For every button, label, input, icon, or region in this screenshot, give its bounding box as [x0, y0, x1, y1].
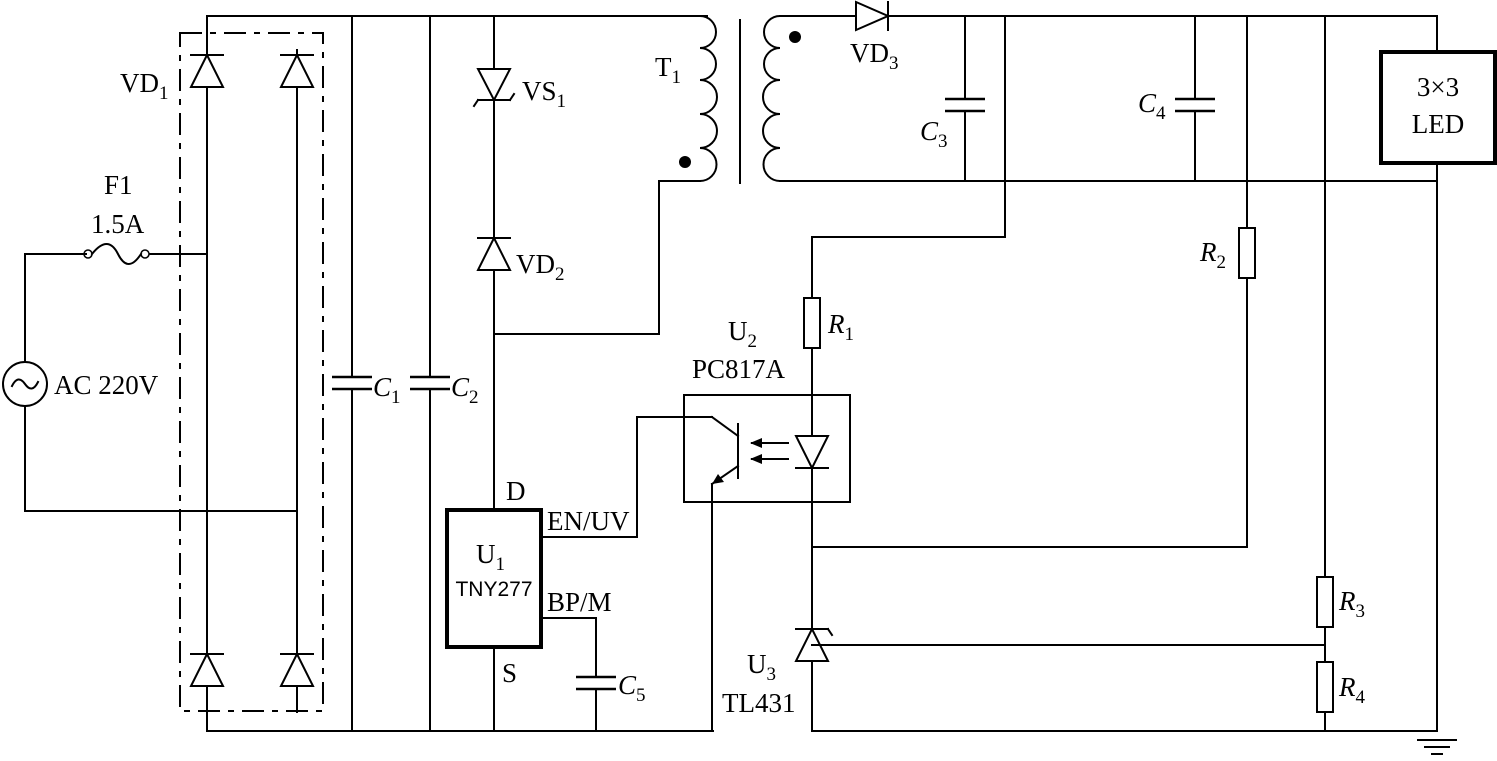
led-array-box: [1379, 50, 1497, 165]
c1-label: C1: [373, 372, 401, 408]
primary-dot: [679, 156, 691, 168]
vd3-symbol: [855, 0, 891, 32]
bridge-enclosure: [179, 32, 324, 712]
primary-winding: [698, 14, 718, 183]
bridge-diode-4: [279, 651, 315, 687]
bridge-rectifier: [179, 15, 324, 732]
r1-label: R1: [827, 309, 854, 345]
r2-label: R2: [1199, 237, 1226, 273]
u1-pin-en: EN/UV: [547, 506, 630, 536]
u1-pin-s: S: [502, 658, 517, 688]
controller-u1: [445, 416, 638, 732]
u1-pin-bp: BP/M: [547, 587, 612, 617]
vd1-label: VD1: [120, 68, 169, 104]
vd2-label: VD2: [516, 249, 565, 285]
r2-symbol: [1238, 227, 1256, 279]
source-label: AC 220V: [54, 370, 159, 400]
bridge-diode-3: [189, 651, 225, 687]
r3-label: R3: [1338, 586, 1365, 622]
secondary-dot: [789, 31, 801, 43]
u3-part-label: TL431: [722, 688, 796, 718]
bridge-diode-2: [279, 52, 315, 88]
r3-symbol: [1316, 576, 1334, 628]
r1-symbol: [803, 297, 821, 349]
c3-label: C3: [920, 116, 948, 152]
led-line1: 3×3: [1417, 72, 1459, 102]
u1-pin-d: D: [506, 476, 526, 506]
optocoupler-box: [683, 394, 851, 503]
vd2-symbol: [476, 235, 512, 271]
secondary-winding: [762, 14, 782, 183]
feedback-network: [794, 15, 1438, 732]
ac-input: [2, 243, 298, 512]
led-line2: LED: [1412, 109, 1464, 139]
secondary-output: [779, 0, 1497, 755]
u2-part-label: PC817A: [692, 354, 786, 384]
vs1-symbol: [476, 68, 512, 103]
optocoupler: [636, 394, 851, 732]
u1-part-label: TNY277: [455, 578, 532, 601]
u1-label: U1: [476, 539, 505, 575]
opto-led-symbol: [794, 435, 830, 471]
bulk-capacitors: [332, 15, 450, 732]
transformer: [679, 14, 801, 184]
t1-label: T1: [655, 52, 681, 88]
r4-label: R4: [1338, 672, 1366, 708]
c4-label: C4: [1138, 88, 1166, 124]
vd3-label: VD3: [850, 38, 899, 74]
u3-label: U3: [747, 649, 776, 685]
fuse-symbol: [90, 243, 143, 265]
r4-symbol: [1316, 661, 1334, 713]
c5-label: C5: [618, 670, 646, 706]
vs1-label: VS1: [522, 76, 566, 112]
fuse-name-label: F1: [104, 170, 133, 200]
bridge-diode-1: [189, 52, 225, 88]
c2-label: C2: [451, 372, 479, 408]
clamp-circuit: [472, 15, 701, 511]
u2-label: U2: [728, 316, 757, 352]
fuse-rating-label: 1.5A: [91, 209, 145, 239]
